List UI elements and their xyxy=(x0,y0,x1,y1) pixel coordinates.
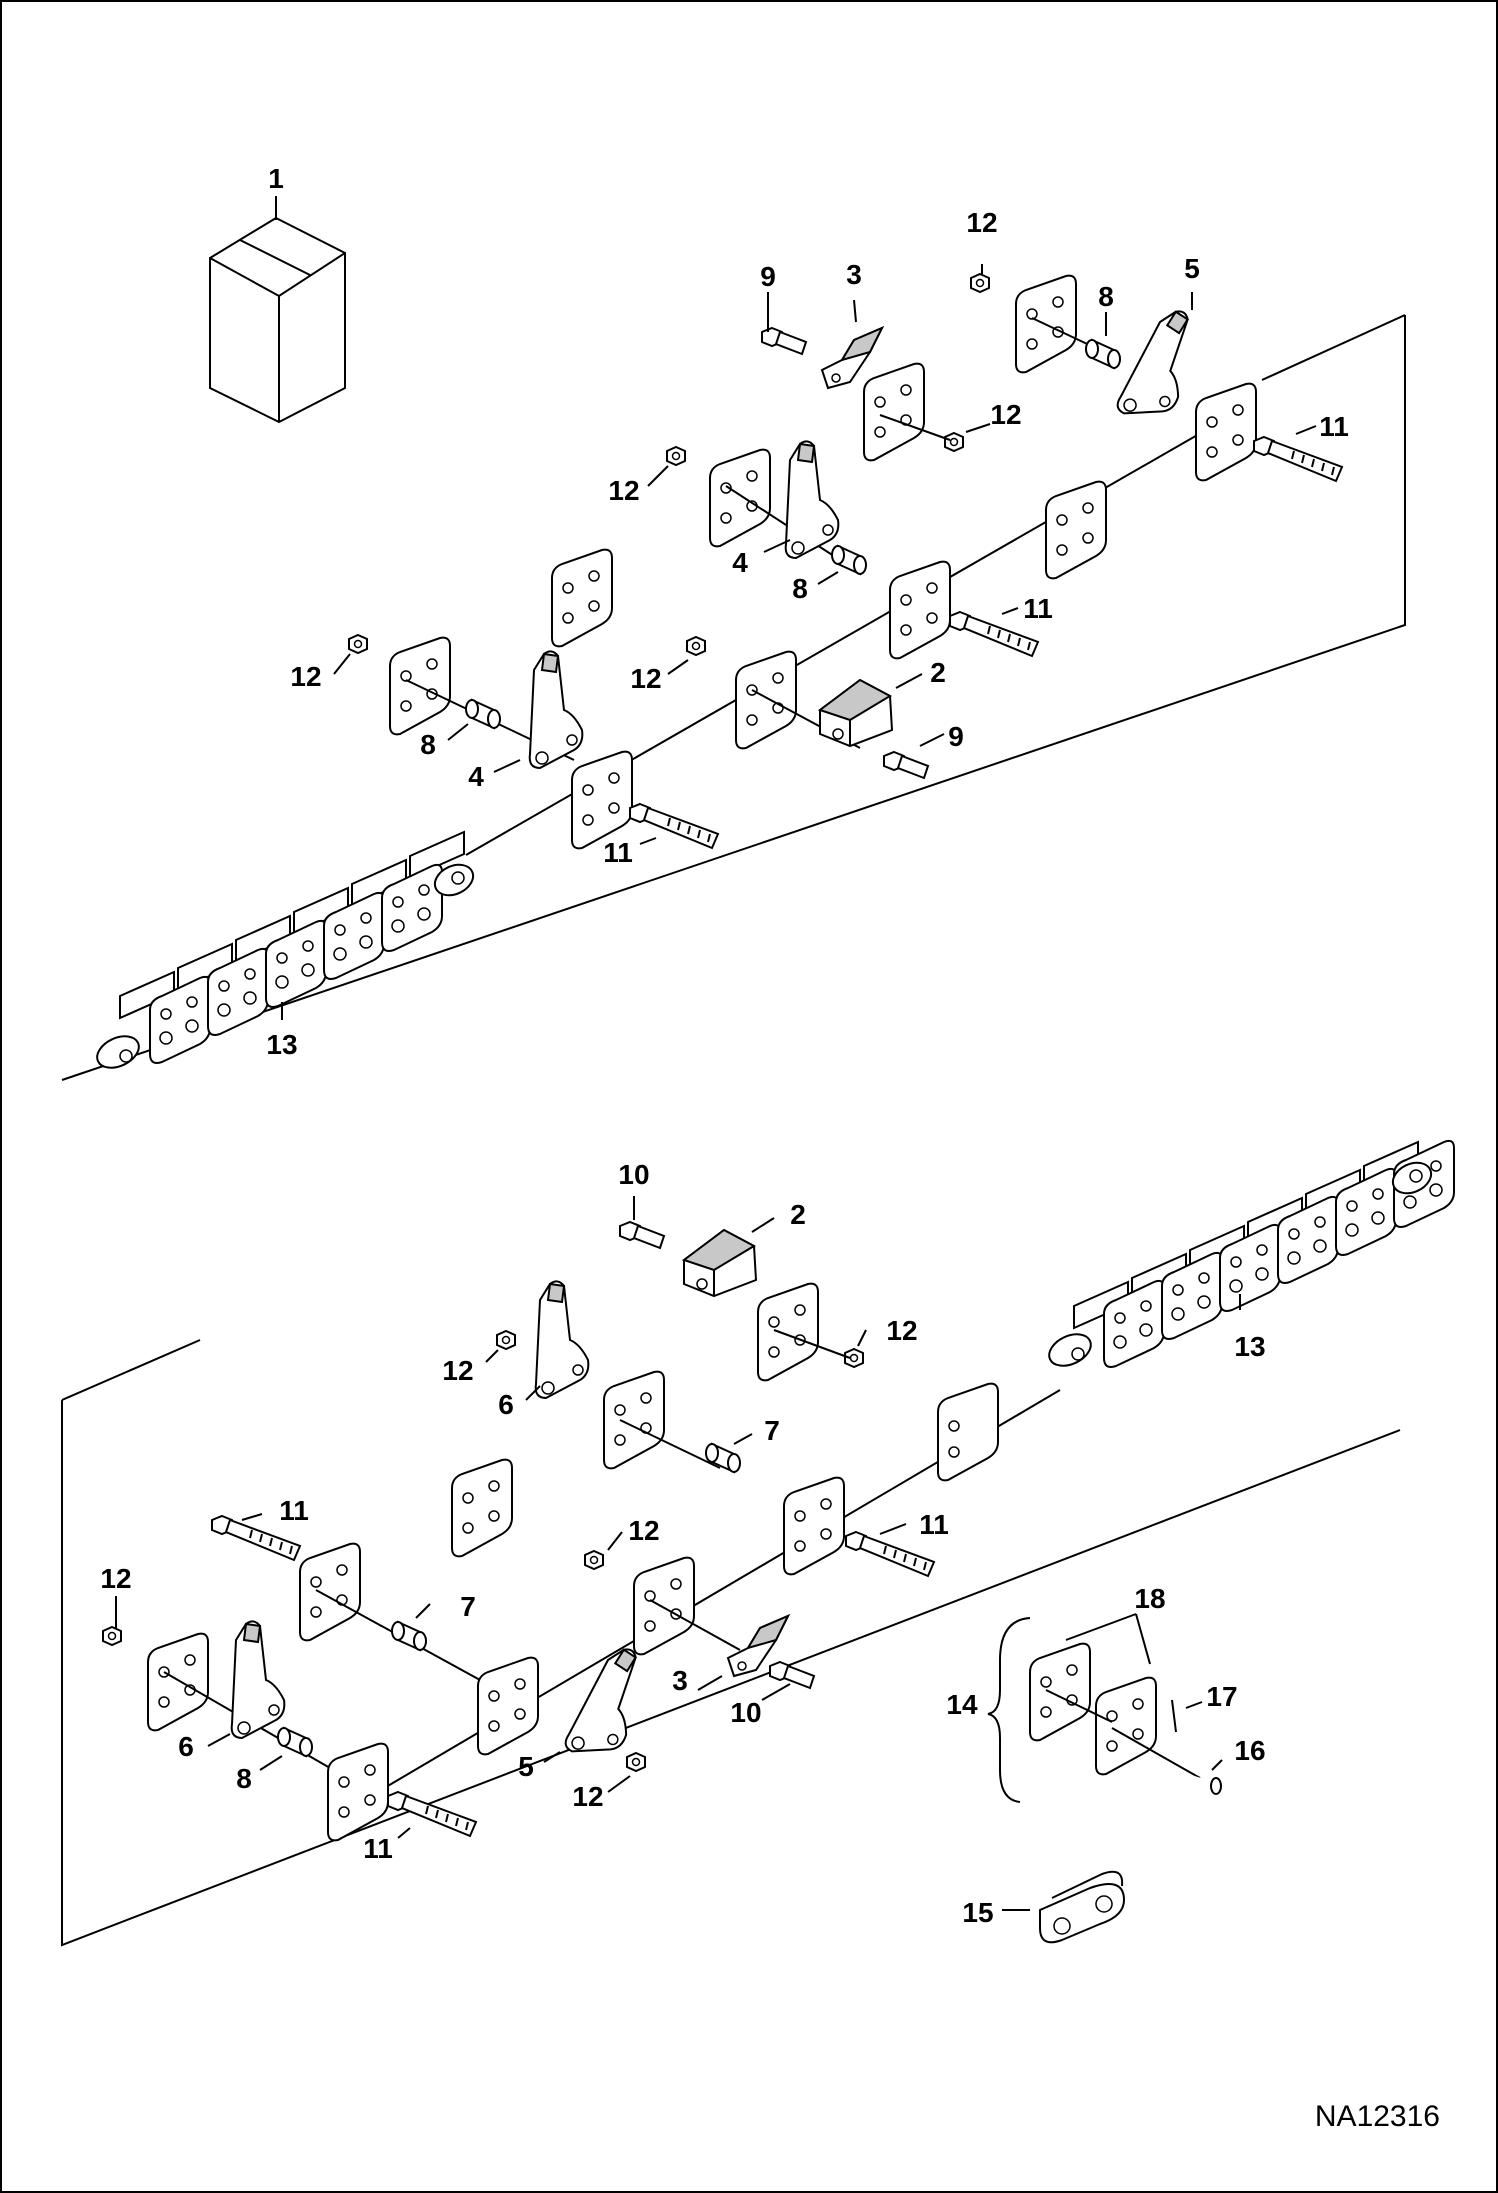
callout-12: 12 xyxy=(630,663,661,694)
callout-15: 15 xyxy=(962,1897,993,1928)
callout-7: 7 xyxy=(460,1591,476,1622)
callout-18: 18 xyxy=(1134,1583,1165,1614)
callout-6: 6 xyxy=(498,1389,514,1420)
callout-2: 2 xyxy=(790,1199,806,1230)
callout-11: 11 xyxy=(1023,593,1053,624)
callout-12: 12 xyxy=(100,1563,131,1594)
callout-12: 12 xyxy=(290,661,321,692)
connector-kit xyxy=(987,1617,1222,1803)
callout-12: 12 xyxy=(886,1315,917,1346)
callout-4: 4 xyxy=(732,547,748,578)
callout-12: 12 xyxy=(966,207,997,238)
callout-labels: 1 12 9 3 8 5 12 11 12 4 8 11 12 12 2 9 8… xyxy=(100,163,1348,1928)
callout-5: 5 xyxy=(1184,253,1200,284)
callout-7: 7 xyxy=(764,1415,780,1446)
callout-5: 5 xyxy=(518,1751,534,1782)
callout-10: 10 xyxy=(730,1697,761,1728)
callout-3: 3 xyxy=(672,1665,688,1696)
top-assembly xyxy=(61,273,1406,1081)
drawing-number: NA12316 xyxy=(1315,2100,1440,2133)
callout-8: 8 xyxy=(792,573,808,604)
callout-12: 12 xyxy=(442,1355,473,1386)
leader-lines xyxy=(115,264,1317,1911)
callout-16: 16 xyxy=(1234,1735,1265,1766)
callout-11: 11 xyxy=(1319,411,1349,442)
callout-11: 11 xyxy=(279,1495,309,1526)
callout-6: 6 xyxy=(178,1731,194,1762)
callout-12: 12 xyxy=(990,399,1021,430)
callout-9: 9 xyxy=(760,261,776,292)
package-box xyxy=(209,196,346,424)
callout-1: 1 xyxy=(268,163,284,194)
callout-8: 8 xyxy=(1098,281,1114,312)
callout-11: 11 xyxy=(363,1833,393,1864)
callout-8: 8 xyxy=(236,1763,252,1794)
connecting-link xyxy=(1039,1870,1126,1944)
callout-9: 9 xyxy=(948,721,964,752)
callout-11: 11 xyxy=(603,837,633,868)
callout-2: 2 xyxy=(930,657,946,688)
callout-12: 12 xyxy=(572,1781,603,1812)
callout-17: 17 xyxy=(1206,1681,1237,1712)
callout-14: 14 xyxy=(946,1689,978,1720)
callout-4: 4 xyxy=(468,761,484,792)
chain-top xyxy=(96,831,475,1069)
bottom-assembly xyxy=(61,1139,1455,1947)
callout-3: 3 xyxy=(846,259,862,290)
callout-13: 13 xyxy=(266,1029,297,1060)
callout-13: 13 xyxy=(1234,1331,1265,1362)
callout-11: 11 xyxy=(919,1509,949,1540)
callout-10: 10 xyxy=(618,1159,649,1190)
callout-8: 8 xyxy=(420,729,436,760)
callout-12: 12 xyxy=(608,475,639,506)
callout-12: 12 xyxy=(628,1515,659,1546)
chain-bottom xyxy=(1048,1139,1455,1368)
